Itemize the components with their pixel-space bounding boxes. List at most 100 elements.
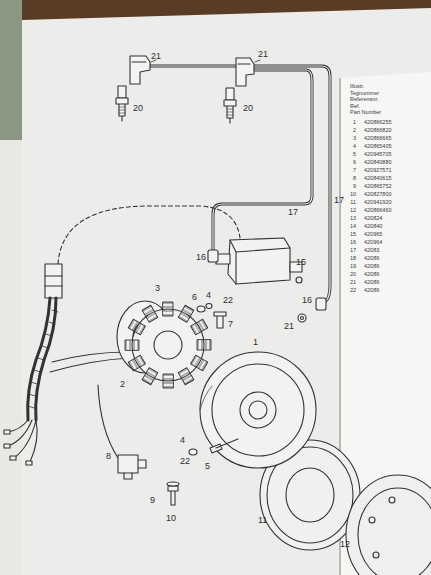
- lead-end-cap: [208, 250, 326, 310]
- table-cell: 420865405: [364, 144, 392, 150]
- table-cell: 420965: [364, 232, 382, 238]
- table-cell: 21: [350, 280, 356, 286]
- table-cell: 17: [350, 248, 356, 254]
- callout-number: 3: [155, 284, 160, 293]
- table-cell: 420964: [364, 240, 382, 246]
- callout-number: 8: [106, 452, 111, 461]
- table-cell: 42086: [364, 288, 379, 294]
- callout-number: 5: [205, 462, 210, 471]
- table-cell: 6: [353, 160, 356, 166]
- table-cell: 420866460: [364, 208, 392, 214]
- callout-number: 7: [228, 320, 233, 329]
- callout-number: 4: [206, 291, 211, 300]
- callout-number: 16: [302, 296, 312, 305]
- table-cell: 12: [350, 208, 356, 214]
- table-cell: 420840880: [364, 160, 392, 166]
- stator-coil: [191, 355, 208, 371]
- callout-number: 16: [196, 253, 206, 262]
- ht-lead-core: [213, 70, 312, 250]
- table-cell: 420941920: [364, 200, 392, 206]
- callout-number: 21: [284, 322, 294, 331]
- table-cell: 22: [350, 288, 356, 294]
- callout-number: 20: [133, 104, 143, 113]
- spark-plug: [116, 86, 128, 121]
- table-header: Part Number: [350, 110, 381, 116]
- pickup-sensor: [118, 455, 146, 479]
- plug-cap: [236, 58, 254, 86]
- table-cell: 11: [350, 200, 356, 206]
- table-cell: 420865752: [364, 184, 392, 190]
- table-cell: 42086: [364, 264, 379, 270]
- table-cell: 420866820: [364, 128, 392, 134]
- table-cell: 42086: [364, 256, 379, 262]
- ht-lead: [150, 66, 330, 302]
- table-cell: 19: [350, 264, 356, 270]
- plug-cap: [130, 56, 150, 84]
- table-cell: 7: [353, 168, 356, 174]
- stator-coil: [142, 305, 158, 322]
- stator-coil: [128, 355, 145, 371]
- callout-number: 15: [296, 258, 306, 267]
- nut: [298, 314, 306, 322]
- callout-number: 17: [334, 196, 344, 205]
- ht-lead-core: [150, 66, 330, 302]
- washer: [189, 304, 212, 456]
- flywheel: [200, 352, 316, 468]
- table-cell: 4: [353, 144, 356, 150]
- stator-wire: [50, 352, 130, 372]
- callout-number: 20: [243, 104, 253, 113]
- callout-number: 21: [258, 50, 268, 59]
- table-cell: 42086: [364, 280, 379, 286]
- stator-coil: [142, 368, 158, 385]
- callout-number: 21: [151, 52, 161, 61]
- stator-coil: [178, 368, 194, 385]
- stator-coil: [178, 305, 194, 322]
- table-cell: 10: [350, 192, 356, 198]
- table-cell: 42083: [364, 248, 379, 254]
- ignition-coil: [216, 238, 302, 284]
- table-header: Ref.: [350, 104, 360, 110]
- table-cell: 420824: [364, 216, 382, 222]
- table-cell: 1: [353, 120, 356, 126]
- cloth: [0, 0, 22, 140]
- table-cell: 20: [350, 272, 356, 278]
- callout-number: 22: [180, 457, 190, 466]
- stator: [125, 302, 211, 388]
- table-cell: 13: [350, 216, 356, 222]
- screw: [210, 312, 238, 453]
- stator-coil: [125, 340, 139, 350]
- callout-number: 12: [340, 540, 350, 549]
- table-cell: 420840: [364, 224, 382, 230]
- spark-plug: [224, 88, 236, 123]
- terminal: [4, 430, 32, 465]
- stator-coil: [197, 340, 211, 350]
- callout-number: 1: [253, 338, 258, 347]
- table-cell: 42086: [364, 272, 379, 278]
- table-cell: 3: [353, 136, 356, 142]
- stator-coil: [163, 374, 173, 388]
- table-cell: 420840615: [364, 176, 392, 182]
- terminal: [151, 60, 260, 62]
- cover: [346, 475, 431, 575]
- table-cell: 420827800: [364, 192, 392, 198]
- ht-lead: [213, 70, 312, 250]
- table-cell: 16: [350, 240, 356, 246]
- ground-wire: [58, 206, 240, 264]
- callout-number: 22: [223, 296, 233, 305]
- harness-tape: [28, 310, 58, 408]
- callout-number: 6: [192, 293, 197, 302]
- table-cell: 420866665: [364, 136, 392, 142]
- stator-coil: [163, 302, 173, 316]
- table-cell: 5: [353, 152, 356, 158]
- wiring-harness: [28, 298, 50, 420]
- table-cell: 15: [350, 232, 356, 238]
- callout-number: 11: [258, 516, 267, 525]
- table-cell: 8: [353, 176, 356, 182]
- table-cell: 420927571: [364, 168, 392, 174]
- table-cell: 14: [350, 224, 356, 230]
- table-cell: 9: [353, 184, 356, 190]
- harness-connector: [45, 264, 62, 298]
- table-header: Illustr.: [350, 84, 364, 90]
- callout-number: 4: [180, 436, 185, 445]
